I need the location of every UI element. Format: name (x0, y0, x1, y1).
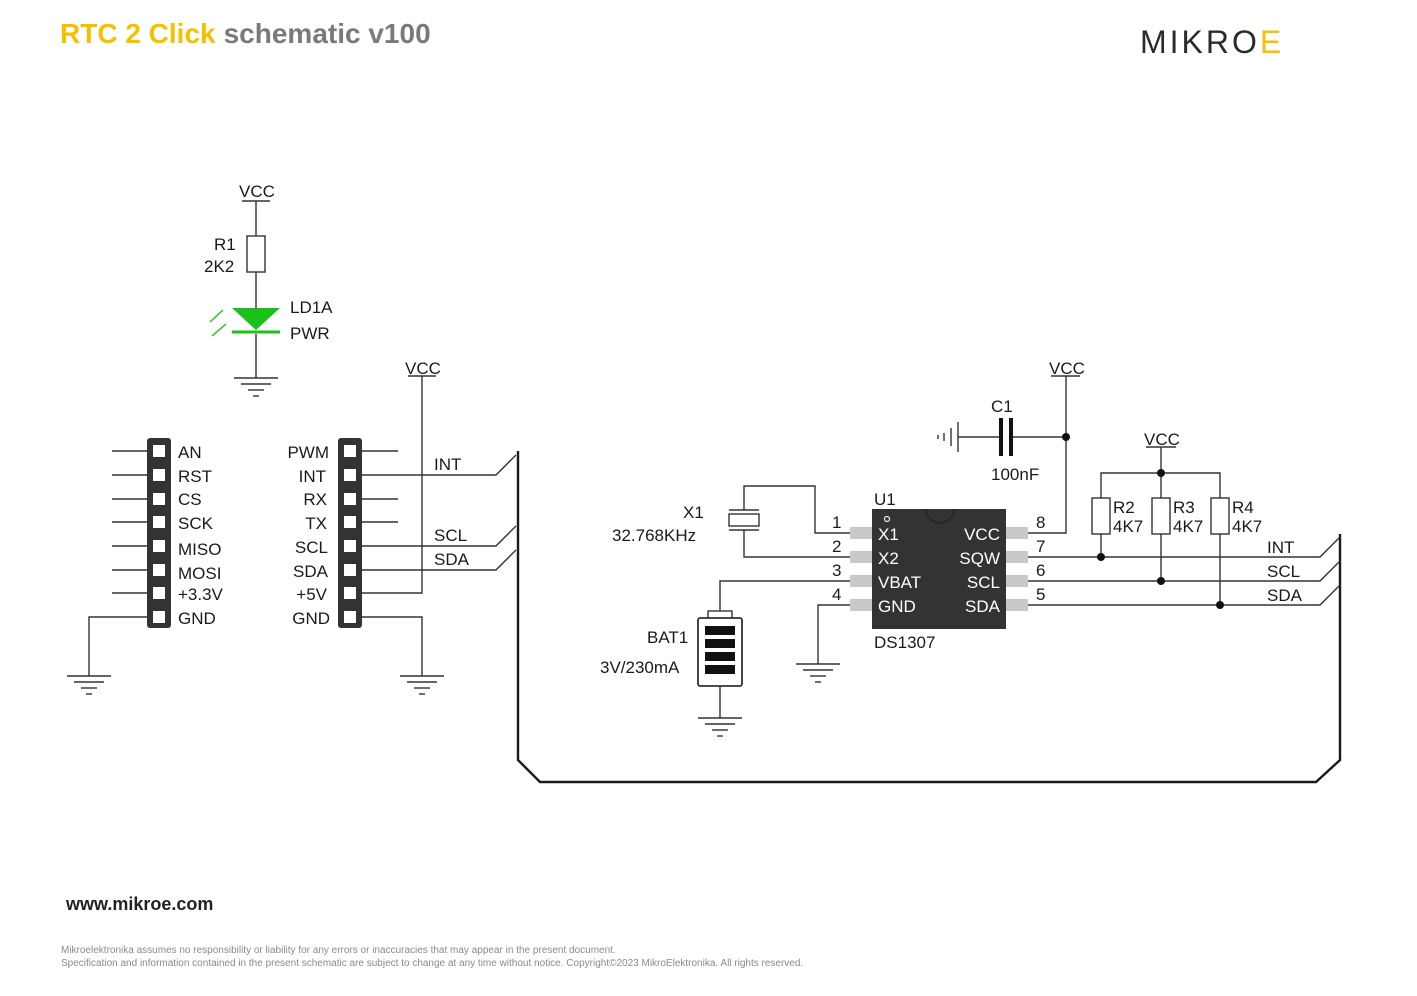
r2-value: 4K7 (1113, 517, 1143, 536)
disclaimer-line-1: Mikroelektronika assumes no responsibili… (61, 945, 616, 956)
pin-rx: RX (303, 490, 327, 509)
pin-int: INT (299, 467, 326, 486)
pin-number-3: 3 (832, 561, 841, 580)
pin-gnd-right: GND (292, 609, 330, 628)
pin-pwm: PWM (287, 443, 329, 462)
mikrobus-header-left: AN RST CS SCK MISO MOSI +3.3V GND (66, 438, 224, 695)
capacitor-ref: C1 (991, 397, 1013, 416)
mikrobus-header-right: PWM INT RX TX SCL SDA +5V GND VCC INT SC… (287, 359, 517, 695)
ic-pin-sda: SDA (965, 597, 1001, 616)
led-ld1a-icon (232, 308, 280, 330)
resistor-r1 (246, 235, 266, 273)
r1-ref: R1 (214, 235, 236, 254)
capacitor-c1: VCC C1 100nF (937, 359, 1085, 534)
pin-scl: SCL (295, 538, 328, 557)
ground-icon-ic (795, 663, 841, 683)
led-ref: LD1A (290, 298, 333, 317)
pin-sda: SDA (293, 562, 329, 581)
crystal-x1: X1 32.768KHz (612, 485, 850, 558)
pin-number-8: 8 (1036, 513, 1045, 532)
pin-number-2: 2 (832, 537, 841, 556)
signal-bus (516, 451, 1342, 784)
pin-sck: SCK (178, 514, 214, 533)
pin-number-5: 5 (1036, 585, 1045, 604)
ic-pin-x2: X2 (878, 549, 899, 568)
r4-value: 4K7 (1232, 517, 1262, 536)
net-scl-left: SCL (434, 526, 467, 545)
r2-ref: R2 (1113, 498, 1135, 517)
pin-rst: RST (178, 467, 212, 486)
ground-icon-battery (697, 717, 743, 737)
board-name: RTC 2 Click (60, 18, 216, 49)
ic-ref: U1 (874, 490, 896, 509)
pin-cs: CS (178, 490, 202, 509)
ic-pin-vcc: VCC (964, 525, 1000, 544)
pin-3v3: +3.3V (178, 585, 224, 604)
net-int-right: INT (1267, 538, 1294, 557)
ic-pin-gnd: GND (878, 597, 916, 616)
ic-pin-scl: SCL (967, 573, 1000, 592)
battery-value: 3V/230mA (600, 658, 680, 677)
battery-bat1: BAT1 3V/230mA (600, 580, 850, 737)
pin-number-4: 4 (832, 585, 841, 604)
ic-ds1307: U1 DS1307 X1 X2 VBAT GND VCC SQW SCL SDA… (832, 490, 1045, 652)
vcc-label-ic: VCC (1049, 359, 1085, 378)
logo-tail: E (1259, 24, 1285, 60)
r3-ref: R3 (1173, 498, 1195, 517)
crystal-value: 32.768KHz (612, 526, 696, 545)
logo-main: MIKRO (1140, 24, 1260, 60)
pullup-resistors: VCC R2 4K7 R3 4K7 R4 4K7 INT SCL SDA (1028, 430, 1341, 609)
ground-icon-right-header (399, 675, 445, 695)
pin-miso: MISO (178, 540, 221, 559)
capacitor-value: 100nF (991, 465, 1039, 484)
pin-gnd-left: GND (178, 609, 216, 628)
pin-number-7: 7 (1036, 537, 1045, 556)
ic-pin-vbat: VBAT (878, 573, 921, 592)
r1-value: 2K2 (204, 257, 234, 276)
ic-pin-x1: X1 (878, 525, 899, 544)
ground-icon-led (233, 377, 279, 397)
vcc-label-led: VCC (239, 182, 275, 201)
led-power-section: VCC R1 2K2 LD1A PWR (204, 182, 333, 397)
crystal-ref: X1 (683, 503, 704, 522)
ground-icon-left-header (66, 675, 112, 695)
led-label: PWR (290, 324, 330, 343)
net-sda-left: SDA (434, 550, 470, 569)
net-sda-right: SDA (1267, 586, 1303, 605)
vcc-label-pullups: VCC (1144, 430, 1180, 449)
ic-pin-sqw: SQW (959, 549, 1000, 568)
pin-mosi: MOSI (178, 564, 221, 583)
mikroe-logo: MIKROE (1140, 24, 1284, 61)
pin-5v: +5V (296, 585, 327, 604)
net-int-left: INT (434, 455, 461, 474)
battery-ref: BAT1 (647, 628, 688, 647)
pin-an: AN (178, 443, 202, 462)
pin-tx: TX (305, 514, 327, 533)
vcc-label-header: VCC (405, 359, 441, 378)
disclaimer-line-2: Specification and information contained … (61, 958, 804, 969)
net-scl-right: SCL (1267, 562, 1300, 581)
ic-part: DS1307 (874, 633, 935, 652)
r4-ref: R4 (1232, 498, 1254, 517)
pin-number-6: 6 (1036, 561, 1045, 580)
schematic-version: schematic v100 (223, 18, 431, 49)
r3-value: 4K7 (1173, 517, 1203, 536)
website-link[interactable]: www.mikroe.com (66, 894, 214, 914)
pin-number-1: 1 (832, 513, 841, 532)
